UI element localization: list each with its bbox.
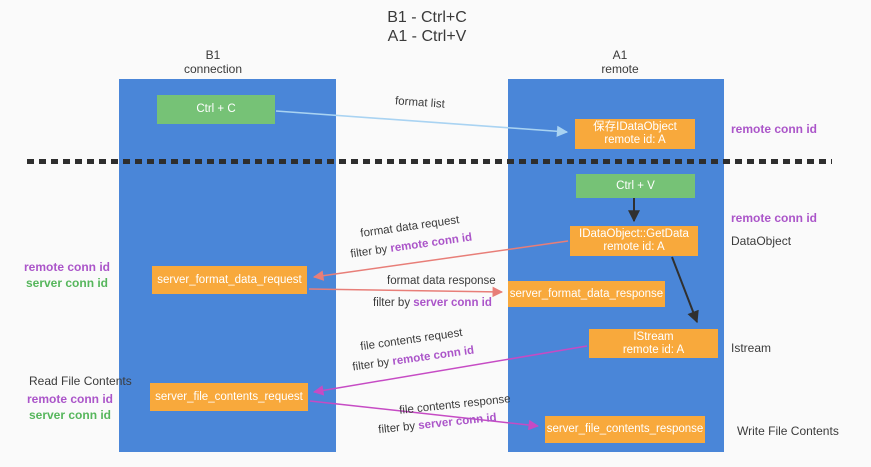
arrow-format-data-response [308,286,504,298]
node-idataobject-getdata: IDataObject::GetData remote id: A [570,226,698,256]
node-save-idataobject: 保存IDataObject remote id: A [575,119,695,149]
node-ctrl-c: Ctrl + C [157,95,275,124]
server-file-contents-response-label: server_file_contents_response [546,423,704,435]
title-line-2: A1 - Ctrl+V [387,28,467,45]
left-file-id-block: remote conn id server conn id [15,391,125,423]
node-ctrl-v: Ctrl + V [576,174,695,198]
save-idataobject-line2: remote id: A [604,134,666,146]
getdata-line1: IDataObject::GetData [579,228,689,240]
arrow-getdata-to-istream [671,256,699,324]
save-idataobject-line1: 保存IDataObject [593,121,677,133]
arrow-format-list [275,110,569,137]
server-file-contents-request-label: server_file_contents_request [155,390,303,403]
left-server-conn-id-format: server conn id [25,276,109,290]
lane-b1-title: B1 [205,48,221,62]
left-read-file-contents-label: Read File Contents [29,374,132,388]
server-format-data-request-label: server_format_data_request [157,273,302,286]
right-dataobject-label: DataObject [731,234,792,248]
node-server-format-data-response: server_format_data_response [508,281,665,307]
ctrl-c-label: Ctrl + C [196,103,236,115]
left-remote-conn-id-format: remote conn id [23,260,110,274]
server-conn-id-text: server conn id [413,297,492,309]
lane-header-b1: B1 connection [153,48,273,76]
right-remote-conn-id-mid: remote conn id [731,211,818,225]
lane-b1-subtitle: connection [183,62,243,76]
filter-by-text: filter by [373,297,414,309]
ctrl-v-label: Ctrl + V [616,179,655,192]
left-server-conn-id-file: server conn id [28,408,112,422]
right-istream-label: Istream [731,341,772,355]
arrow-file-contents-request [312,345,588,396]
arrow-file-contents-response [309,400,540,431]
node-server-file-contents-response: server_file_contents_response [545,416,705,443]
lane-a1-subtitle: remote [601,62,639,76]
lane-a1-title: A1 [612,48,628,62]
node-server-format-data-request: server_format_data_request [152,266,307,294]
dashed-separator [27,159,832,164]
diagram-title: B1 - Ctrl+C A1 - Ctrl+V [327,8,527,46]
istream-line2: remote id: A [622,343,685,356]
istream-line1: IStream [633,330,674,343]
server-format-data-response-label: server_format_data_response [509,287,664,300]
title-line-1: B1 - Ctrl+C [387,9,467,26]
getdata-line2: remote id: A [603,241,665,253]
label-format-data-response-filter: filter by server conn id [373,297,492,309]
arrow-format-data-request [312,240,569,281]
node-istream: IStream remote id: A [589,329,718,358]
left-format-id-block: remote conn id server conn id [12,259,122,291]
label-format-data-response: format data response [387,275,496,287]
right-remote-conn-id-top: remote conn id [731,122,818,136]
left-remote-conn-id-file: remote conn id [26,392,113,406]
lane-header-a1: A1 remote [560,48,680,76]
node-server-file-contents-request: server_file_contents_request [150,383,308,411]
right-write-file-contents-label: Write File Contents [737,424,839,438]
